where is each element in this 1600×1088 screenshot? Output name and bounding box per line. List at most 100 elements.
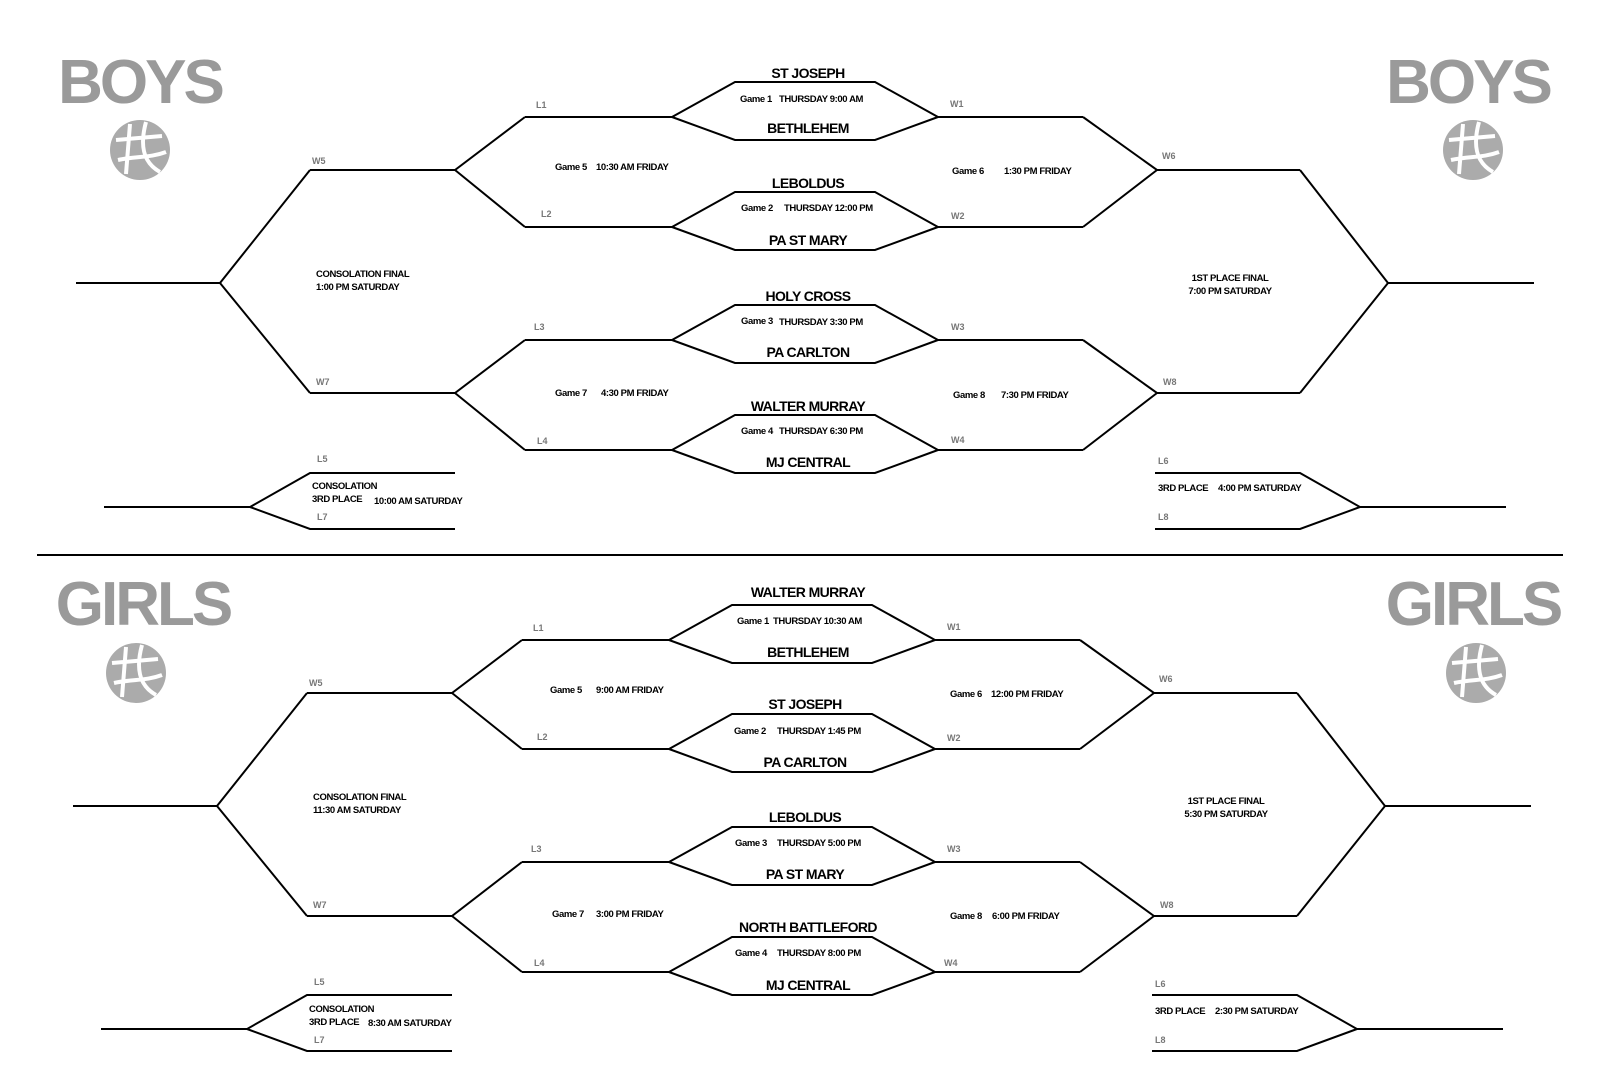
team-name: WALTER MURRAY (751, 398, 867, 414)
game-label: Game 5 (555, 162, 588, 173)
game-3-bracket (522, 826, 1080, 886)
slot-label: W5 (312, 156, 326, 166)
slot-label: L1 (536, 100, 547, 110)
slot-label: L2 (541, 209, 552, 219)
game-7-bracket (310, 339, 526, 451)
slot-label: W4 (951, 435, 965, 445)
consolation-final-time: 11:30 AM SATURDAY (313, 805, 402, 816)
game-time: 12:00 PM FRIDAY (991, 689, 1064, 700)
game-time: 7:30 PM FRIDAY (1001, 390, 1069, 401)
boys-title-left: BOYS (58, 48, 222, 117)
third-place-time: 2:30 PM SATURDAY (1215, 1006, 1299, 1017)
team-name: ST JOSEPH (771, 65, 845, 81)
game-5-bracket (310, 116, 526, 228)
basketball-logo-icon (1443, 120, 1503, 180)
game-label: Game 6 (950, 689, 982, 700)
girls-title-right: GIRLS (1386, 570, 1561, 639)
slot-label: W7 (313, 900, 327, 910)
game-time: THURSDAY 10:30 AM (773, 616, 862, 627)
slot-label: L6 (1155, 979, 1166, 989)
team-name: MJ CENTRAL (766, 454, 851, 470)
slot-label: L7 (317, 512, 328, 522)
slot-label: L3 (531, 844, 542, 854)
game-6-bracket (1079, 639, 1297, 750)
team-name: NORTH BATTLEFORD (739, 919, 877, 935)
game-label: Game 2 (741, 203, 773, 214)
game-label: Game 8 (950, 911, 982, 922)
slot-label: W7 (316, 377, 330, 387)
team-name: PA ST MARY (769, 232, 849, 248)
girls-title-left: GIRLS (56, 570, 231, 639)
game-time: 3:00 PM FRIDAY (596, 909, 664, 920)
slot-label: W2 (947, 733, 961, 743)
slot-label: L4 (537, 436, 548, 446)
game-time: THURSDAY 9:00 AM (779, 94, 864, 105)
game-3-bracket (525, 304, 1083, 364)
team-name: PA ST MARY (766, 866, 846, 882)
game-time: THURSDAY 6:30 PM (779, 426, 863, 437)
consolation-3rd-bracket (101, 994, 452, 1052)
first-place-final-bracket (1296, 692, 1531, 917)
game-label: Game 8 (953, 390, 985, 401)
game-time: THURSDAY 5:00 PM (777, 838, 861, 849)
slot-label: W6 (1159, 674, 1173, 684)
boys-title-right: BOYS (1386, 48, 1550, 117)
consolation-3rd-label: CONSOLATION (312, 481, 378, 492)
game-label: Game 5 (550, 685, 583, 696)
consolation-3rd-label: CONSOLATION (309, 1004, 375, 1015)
game-label: Game 6 (952, 166, 984, 177)
slot-label: L5 (317, 454, 328, 464)
slot-label: W1 (950, 99, 964, 109)
slot-label: W2 (951, 211, 965, 221)
third-place-label: 3RD PLACE (1155, 1006, 1205, 1017)
basketball-logo-icon (1446, 643, 1506, 703)
slot-label: L4 (534, 958, 545, 968)
team-name: BETHLEHEM (767, 644, 849, 660)
third-place-label: 3RD PLACE (1158, 483, 1208, 494)
team-name: BETHLEHEM (767, 120, 849, 136)
slot-label: L7 (314, 1035, 325, 1045)
consolation-3rd-time: 10:00 AM SATURDAY (374, 496, 463, 507)
game-label: Game 2 (734, 726, 766, 737)
game-time: THURSDAY 12:00 PM (784, 203, 873, 214)
basketball-logo-icon (110, 120, 170, 180)
slot-label: W3 (951, 322, 965, 332)
game-time: 9:00 AM FRIDAY (596, 685, 665, 696)
team-name: LEBOLDUS (772, 175, 844, 191)
game-time: THURSDAY 8:00 PM (777, 948, 861, 959)
game-label: Game 7 (555, 388, 587, 399)
game-label: Game 1 (740, 94, 773, 105)
game-time: 10:30 AM FRIDAY (596, 162, 670, 173)
consolation-3rd-bracket (104, 472, 455, 530)
slot-label: W8 (1163, 377, 1177, 387)
game-label: Game 1 (737, 616, 770, 627)
consolation-final-label: CONSOLATION FINAL (313, 792, 407, 803)
third-place-bracket (1152, 994, 1503, 1052)
boys-bracket: BOYS BOYS ST JOSEPH BETHLEHEM LEBOLDUS (58, 48, 1553, 530)
girls-bracket: GIRLS GIRLS WALTER MURRAY BETHLEHEM ST J… (56, 570, 1564, 1052)
slot-label: W6 (1162, 151, 1176, 161)
consolation-3rd-sublabel: 3RD PLACE (309, 1017, 359, 1028)
first-place-final-label: 1ST PLACE FINAL (1192, 273, 1269, 284)
game-time: THURSDAY 1:45 PM (777, 726, 861, 737)
game-label: Game 4 (741, 426, 774, 437)
game-2-bracket (525, 191, 1083, 251)
basketball-logo-icon (106, 643, 166, 703)
game-4-bracket (525, 414, 1083, 474)
consolation-final-bracket (76, 169, 311, 394)
game-label: Game 3 (735, 838, 767, 849)
first-place-final-bracket (1299, 169, 1534, 394)
team-name: LEBOLDUS (769, 809, 841, 825)
first-place-final-time: 7:00 PM SATURDAY (1188, 286, 1272, 297)
slot-label: L6 (1158, 456, 1169, 466)
game-2-bracket (522, 713, 1080, 773)
first-place-final-time: 5:30 PM SATURDAY (1184, 809, 1268, 820)
game-time: 6:00 PM FRIDAY (992, 911, 1060, 922)
game-5-bracket (307, 639, 523, 750)
slot-label: L2 (537, 732, 548, 742)
game-1-bracket (525, 81, 1083, 141)
team-name: ST JOSEPH (768, 696, 842, 712)
first-place-final-label: 1ST PLACE FINAL (1188, 796, 1265, 807)
consolation-final-label: CONSOLATION FINAL (316, 269, 410, 280)
